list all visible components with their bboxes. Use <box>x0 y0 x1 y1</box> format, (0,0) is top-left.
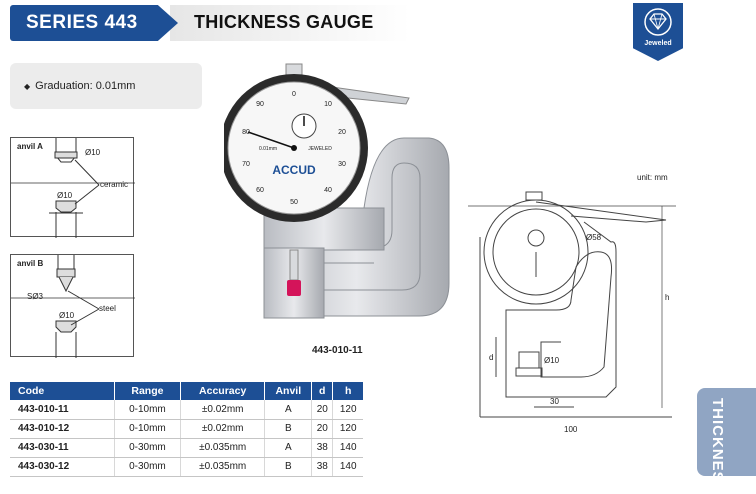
dial-number: 40 <box>324 187 332 194</box>
series-label: SERIES 443 <box>10 5 178 41</box>
anvil-a-diagram: anvil A Ø10 ceramic Ø10 <box>10 137 135 238</box>
anvil-b-sphere: SØ3 <box>27 292 44 301</box>
col-anvil: Anvil <box>264 382 313 400</box>
badge-label: Jeweled <box>644 40 672 47</box>
side-tab-label: THICKNESS <box>709 398 726 494</box>
dim-d58: Ø58 <box>586 233 602 242</box>
dial-number: 10 <box>324 101 332 108</box>
cell-code: 443-030-11 <box>10 438 115 458</box>
graduation-text: Graduation: 0.01mm <box>35 80 136 92</box>
jeweled-badge: Jeweled <box>633 3 683 61</box>
unit-label: unit: mm <box>637 173 668 182</box>
cell-accuracy: ±0.035mm <box>180 438 266 458</box>
anvil-a-material: ceramic <box>100 180 129 189</box>
graduation-box: ◆ Graduation: 0.01mm <box>10 63 202 109</box>
dial-unit: 0.01mm <box>259 146 277 152</box>
gauge-photo: 0 10 20 30 40 50 60 70 80 90 0.01mm JEWE… <box>224 63 450 319</box>
cell-h: 140 <box>332 438 363 458</box>
cell-accuracy: ±0.02mm <box>180 400 266 420</box>
col-d: d <box>311 382 334 400</box>
table-header-row: Code Range Accuracy Anvil d h <box>10 382 363 400</box>
anvil-a-d-bottom: Ø10 <box>57 191 73 200</box>
cell-anvil: B <box>264 419 313 439</box>
model-label: 443-010-11 <box>312 345 363 356</box>
col-range: Range <box>114 382 181 400</box>
table-row: 443-030-12 0-30mm ±0.035mm B 38 140 <box>10 457 363 477</box>
dial-jeweled: JEWELED <box>308 146 332 152</box>
bullet-icon: ◆ <box>24 81 31 91</box>
dim-d10: Ø10 <box>544 356 560 365</box>
anvil-b-title: anvil B <box>17 259 44 268</box>
spec-table: Code Range Accuracy Anvil d h 443-010-11… <box>10 382 363 477</box>
dim-30: 30 <box>550 397 559 406</box>
anvil-b-diagram: anvil B SØ3 Ø10 steel <box>10 254 135 358</box>
cell-h: 120 <box>332 419 363 439</box>
dial-number: 50 <box>290 199 298 206</box>
dim-d: d <box>489 353 493 362</box>
cell-code: 443-030-12 <box>10 457 115 477</box>
cell-code: 443-010-11 <box>10 400 115 420</box>
dial-number: 30 <box>338 161 346 168</box>
header: SERIES 443 THICKNESS GAUGE <box>0 0 756 45</box>
brand-logo: ACCUD <box>272 163 316 177</box>
cell-accuracy: ±0.035mm <box>180 457 266 477</box>
table-row: 443-030-11 0-30mm ±0.035mm A 38 140 <box>10 438 363 458</box>
cell-anvil: A <box>264 438 313 458</box>
anvil-a-title: anvil A <box>17 142 43 151</box>
dial-number: 80 <box>242 129 250 136</box>
table-row: 443-010-12 0-10mm ±0.02mm B 20 120 <box>10 419 363 439</box>
cell-range: 0-30mm <box>114 438 181 458</box>
col-h: h <box>332 382 363 400</box>
cell-h: 120 <box>332 400 363 420</box>
anvil-b-material: steel <box>99 304 116 313</box>
title-background <box>170 5 410 41</box>
dial-number: 20 <box>338 129 346 136</box>
cell-range: 0-10mm <box>114 400 181 420</box>
col-code: Code <box>10 382 115 400</box>
dial-number: 90 <box>256 101 264 108</box>
anvil-b-drawing <box>11 255 135 358</box>
cell-accuracy: ±0.02mm <box>180 419 266 439</box>
dim-h: h <box>665 293 669 302</box>
cell-d: 20 <box>311 400 334 420</box>
side-tab-thickness[interactable]: THICKNESS <box>697 388 756 494</box>
anvil-b-d-bottom: Ø10 <box>59 311 75 320</box>
dial-number: 70 <box>242 161 250 168</box>
diamond-icon <box>644 8 672 36</box>
dial-number: 0 <box>292 91 296 98</box>
technical-drawing: Ø58 Ø10 30 100 h d <box>468 191 676 434</box>
table-row: 443-010-11 0-10mm ±0.02mm A 20 120 <box>10 400 363 420</box>
cell-range: 0-30mm <box>114 457 181 477</box>
cell-range: 0-10mm <box>114 419 181 439</box>
page-title: THICKNESS GAUGE <box>194 12 374 32</box>
cell-code: 443-010-12 <box>10 419 115 439</box>
anvil-a-drawing <box>11 138 135 238</box>
dim-100: 100 <box>564 425 578 434</box>
cell-d: 20 <box>311 419 334 439</box>
cell-d: 38 <box>311 457 334 477</box>
cell-anvil: B <box>264 457 313 477</box>
col-accuracy: Accuracy <box>180 382 266 400</box>
anvil-a-d-top: Ø10 <box>85 148 101 157</box>
dial-number: 60 <box>256 187 264 194</box>
cell-d: 38 <box>311 438 334 458</box>
cell-anvil: A <box>264 400 313 420</box>
cell-h: 140 <box>332 457 363 477</box>
